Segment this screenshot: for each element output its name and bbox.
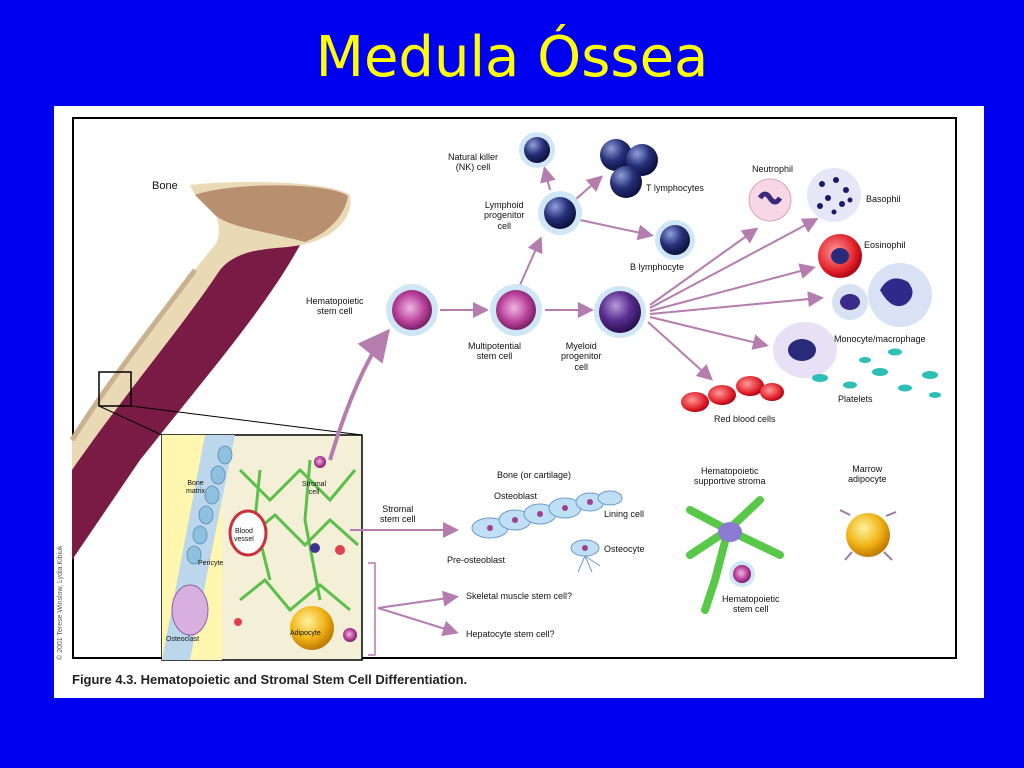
label-nk-cell: Natural killer (NK) cell	[448, 152, 499, 173]
osteoblast-chain	[471, 490, 623, 573]
label-bone-matrix: Bone matrix	[186, 480, 206, 496]
hsc-cell	[386, 284, 438, 336]
supportive-stroma-cell	[686, 496, 784, 614]
slide-title: Medula Óssea	[315, 25, 709, 90]
label-stromal-cell: Stromal cell	[302, 481, 327, 497]
lymphoid-progenitor-cell	[538, 191, 582, 235]
label-hematopoietic-stem-cell-2: Hematopoietic stem cell	[722, 594, 780, 615]
label-hematopoietic-supportive-stroma: Hematopoietic supportive stroma	[694, 466, 766, 487]
label-marrow-adipocyte: Marrow adipocyte	[848, 464, 887, 485]
platelets	[812, 348, 941, 398]
label-t-lymphocytes: T lymphocytes	[646, 183, 704, 193]
label-hematopoietic-stem-cell: Hematopoietic stem cell	[306, 296, 364, 317]
label-osteoblast: Osteoblast	[494, 491, 538, 501]
label-skeletal-muscle-stem-cell: Skeletal muscle stem cell?	[466, 591, 573, 601]
label-bone: Bone	[152, 180, 178, 192]
myeloid-progenitor-cell	[594, 286, 646, 338]
label-bone-or-cartilage: Bone (or cartilage)	[497, 470, 572, 480]
label-multipotential-stem-cell: Multipotential stem cell	[468, 341, 522, 362]
label-lining-cell: Lining cell	[604, 509, 645, 519]
figure-frame	[72, 117, 957, 659]
bone-illustration	[69, 182, 351, 560]
eosinophil	[818, 234, 862, 278]
label-osteocyte: Osteocyte	[604, 544, 645, 554]
label-eosinophil: Eosinophil	[864, 240, 906, 250]
marrow-inset	[161, 434, 363, 661]
label-red-blood-cells: Red blood cells	[714, 414, 776, 424]
label-myeloid-progenitor: Myeloid progenitor cell	[561, 341, 602, 372]
b-lymphocyte	[655, 220, 695, 260]
basophil	[807, 168, 861, 222]
label-hepatocyte-stem-cell: Hepatocyte stem cell?	[466, 629, 555, 639]
label-b-lymphocyte: B lymphocyte	[630, 262, 685, 272]
copyright-credit: © 2001 Terese Winslow, Lydia Kibiuk	[57, 545, 64, 661]
neutrophil	[748, 178, 792, 222]
label-blood-vessel: Blood vessel	[234, 528, 254, 544]
label-basophil: Basophil	[866, 194, 901, 204]
macrophage-large	[773, 322, 837, 378]
label-stromal-stem-cell: Stromal stem cell	[380, 504, 416, 525]
label-monocyte-macrophage: Monocyte/macrophage	[834, 334, 926, 344]
multipotential-cell	[490, 284, 542, 336]
label-pericyte: Pericyte	[198, 560, 224, 567]
label-adipocyte: Adipocyte	[290, 630, 321, 637]
figure-caption: Figure 4.3. Hematopoietic and Stromal St…	[72, 672, 468, 687]
red-blood-cells	[681, 376, 784, 412]
label-pre-osteoblast: Pre-osteoblast	[447, 555, 506, 565]
label-platelets: Platelets	[838, 394, 873, 404]
nk-cell	[519, 132, 555, 168]
monocyte-macrophage	[832, 263, 932, 327]
zoom-box	[98, 371, 132, 407]
label-lymphoid-progenitor: Lymphoid progenitor cell	[484, 200, 525, 231]
label-neutrophil: Neutrophil	[752, 164, 794, 174]
marrow-adipocyte-cell	[839, 509, 897, 561]
label-osteoclast: Osteoclast	[166, 636, 200, 643]
t-lymphocytes	[600, 139, 658, 198]
